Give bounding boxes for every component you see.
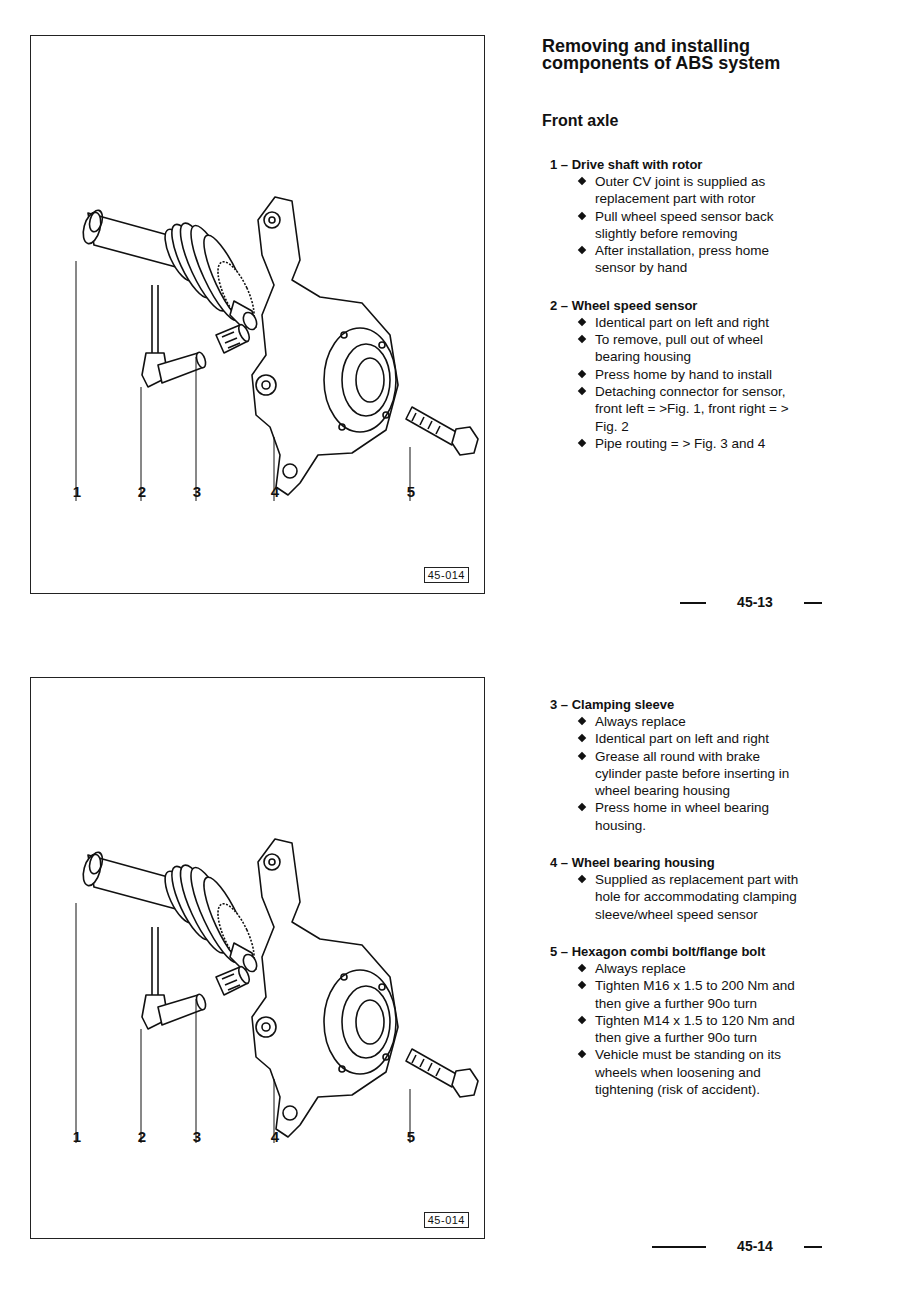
item-heading: 5 – Hexagon combi bolt/flange bolt [550, 943, 807, 960]
page-title: Removing and installing components of AB… [542, 38, 792, 72]
bullet-text: Grease all round with brake cylinder pas… [595, 749, 789, 799]
bullet-text: Tighten M14 x 1.5 to 120 Nm and then giv… [595, 1013, 795, 1045]
illustration-frame: 1 2 3 4 5 45-014 [30, 677, 485, 1239]
callout-number: 4 [271, 1128, 279, 1145]
bullet-item: Outer CV joint is supplied as replacemen… [578, 173, 805, 208]
figure-number: 45-014 [428, 569, 465, 581]
bullet-text: Outer CV joint is supplied as replacemen… [595, 174, 765, 206]
bullet-item: Always replace [578, 713, 805, 730]
item-heading: 3 – Clamping sleeve [550, 696, 807, 713]
callout-number: 2 [138, 483, 146, 500]
callout-number: 1 [73, 1128, 81, 1145]
bullet-diamond [578, 246, 586, 254]
bullet-diamond [578, 1016, 586, 1024]
bullet-text: Tighten M16 x 1.5 to 200 Nm and then giv… [595, 978, 795, 1010]
bullet-diamond [578, 318, 586, 326]
bullet-diamond [578, 211, 586, 219]
bullet-text: Detaching connector for sensor, front le… [595, 384, 789, 434]
bullet-item: Tighten M14 x 1.5 to 120 Nm and then giv… [578, 1012, 805, 1047]
bullet-text: Always replace [595, 714, 686, 729]
bullet-item: To remove, pull out of wheel bearing hou… [578, 331, 805, 366]
bullet-item: Pull wheel speed sensor back slightly be… [578, 208, 805, 243]
bullet-text: Pull wheel speed sensor back slightly be… [595, 209, 774, 241]
page-number: 45-13 [737, 594, 773, 610]
bullet-diamond [578, 964, 586, 972]
bullet-text: Vehicle must be standing on its wheels w… [595, 1047, 781, 1097]
section-heading: Front axle [542, 112, 807, 130]
bullet-text: Supplied as replacement part with hole f… [595, 872, 798, 922]
bullet-text: After installation, press home sensor by… [595, 243, 769, 275]
callout-number: 3 [193, 483, 201, 500]
text-column: 3 – Clamping sleeveAlways replaceIdentic… [542, 678, 807, 1098]
text-column: Removing and installing components of AB… [542, 38, 807, 452]
bullet-text: Pipe routing = > Fig. 3 and 4 [595, 436, 765, 451]
bullet-diamond [578, 875, 586, 883]
figure-number: 45-014 [428, 1214, 465, 1226]
callout-number: 1 [73, 483, 81, 500]
bullet-item: Press home in wheel bearing housing. [578, 799, 805, 834]
bullet-item: Tighten M16 x 1.5 to 200 Nm and then giv… [578, 977, 805, 1012]
callout-number: 3 [193, 1128, 201, 1145]
bullet-diamond [578, 717, 586, 725]
bullet-item: Grease all round with brake cylinder pas… [578, 748, 805, 800]
bullet-diamond [578, 1050, 586, 1058]
figure-number-box: 45-014 [424, 567, 469, 583]
callout-number: 4 [271, 483, 279, 500]
bullet-diamond [578, 369, 586, 377]
bullet-text: Identical part on left and right [595, 315, 769, 330]
figure-number-box: 45-014 [424, 1212, 469, 1228]
bullet-item: Vehicle must be standing on its wheels w… [578, 1046, 805, 1098]
bullet-diamond [578, 335, 586, 343]
bullet-diamond [578, 751, 586, 759]
item-heading: 1 – Drive shaft with rotor [550, 156, 807, 173]
page-number: 45-14 [737, 1238, 773, 1254]
bullet-item: After installation, press home sensor by… [578, 242, 805, 277]
bullet-diamond [578, 734, 586, 742]
bullet-diamond [578, 803, 586, 811]
callout-number: 2 [138, 1128, 146, 1145]
bullet-item: Press home by hand to install [578, 366, 805, 383]
bullet-item: Identical part on left and right [578, 314, 805, 331]
illustration-frame: 1 2 3 4 5 45-014 [30, 35, 485, 594]
bullet-diamond [578, 387, 586, 395]
callout-number: 5 [407, 483, 415, 500]
bullet-item: Identical part on left and right [578, 730, 805, 747]
bullet-text: To remove, pull out of wheel bearing hou… [595, 332, 763, 364]
bullet-text: Press home by hand to install [595, 367, 772, 382]
item-heading: 4 – Wheel bearing housing [550, 854, 807, 871]
bullet-item: Supplied as replacement part with hole f… [578, 871, 805, 923]
bullet-diamond [578, 439, 586, 447]
bullet-item: Pipe routing = > Fig. 3 and 4 [578, 435, 805, 452]
bullet-text: Always replace [595, 961, 686, 976]
bullet-diamond [578, 177, 586, 185]
bullet-item: Always replace [578, 960, 805, 977]
bullet-text: Identical part on left and right [595, 731, 769, 746]
bullet-text: Press home in wheel bearing housing. [595, 800, 769, 832]
bullet-diamond [578, 981, 586, 989]
item-heading: 2 – Wheel speed sensor [550, 297, 807, 314]
callout-number: 5 [407, 1128, 415, 1145]
bullet-item: Detaching connector for sensor, front le… [578, 383, 805, 435]
